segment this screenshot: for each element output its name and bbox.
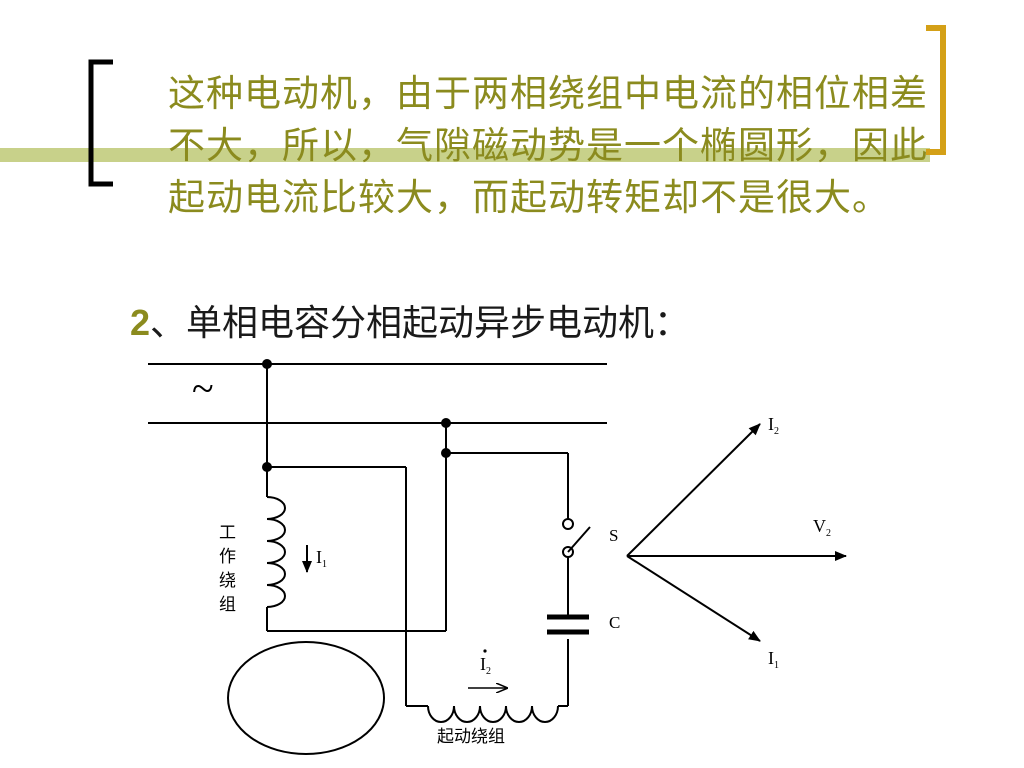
working-winding-coil <box>266 496 286 608</box>
phasor-diagram: I2 V2 I1 <box>626 414 847 671</box>
phasor-v2-label: V2 <box>813 516 831 539</box>
right-bracket <box>926 25 946 155</box>
starting-winding-label: 起动绕组 <box>437 727 505 747</box>
starting-winding-coil <box>427 705 559 723</box>
capacitor-label: C <box>609 613 620 632</box>
junction-dot <box>262 462 272 472</box>
switch-label: S <box>609 526 618 545</box>
i2-dot-mark <box>483 649 487 653</box>
junction-dot <box>441 448 451 458</box>
green-divider-bar <box>0 148 930 162</box>
switch-contact-top <box>562 518 574 530</box>
motor-rotor-circle <box>227 641 385 755</box>
phasor-i2-label: I2 <box>768 414 779 437</box>
working-winding-label-char: 工 <box>219 523 236 543</box>
working-winding-label-char: 绕 <box>219 571 236 591</box>
i2-circuit-label: I2 <box>480 654 491 677</box>
section-heading: 2、单相电容分相起动异步电动机： <box>130 298 690 349</box>
i1-label: I1 <box>316 547 327 570</box>
working-winding-label-char: 作 <box>219 547 236 567</box>
junction-dot <box>441 418 451 428</box>
junction-dot <box>262 359 272 369</box>
section-title: 、单相电容分相起动异步电动机： <box>150 303 691 344</box>
phasor-i1-arrow <box>626 555 761 642</box>
section-number: 2 <box>130 302 151 343</box>
working-winding-label-char: 组 <box>219 595 236 615</box>
switch-blade <box>567 526 591 553</box>
ac-symbol: ~ <box>192 366 214 411</box>
body-paragraph: 这种电动机，由于两相绕组中电流的相位相差不大，所以，气隙磁动势是一个椭圆形，因此… <box>168 72 928 219</box>
phasor-i2-arrow <box>626 423 761 557</box>
phasor-i1-label: I1 <box>768 648 779 671</box>
left-bracket <box>88 59 113 187</box>
